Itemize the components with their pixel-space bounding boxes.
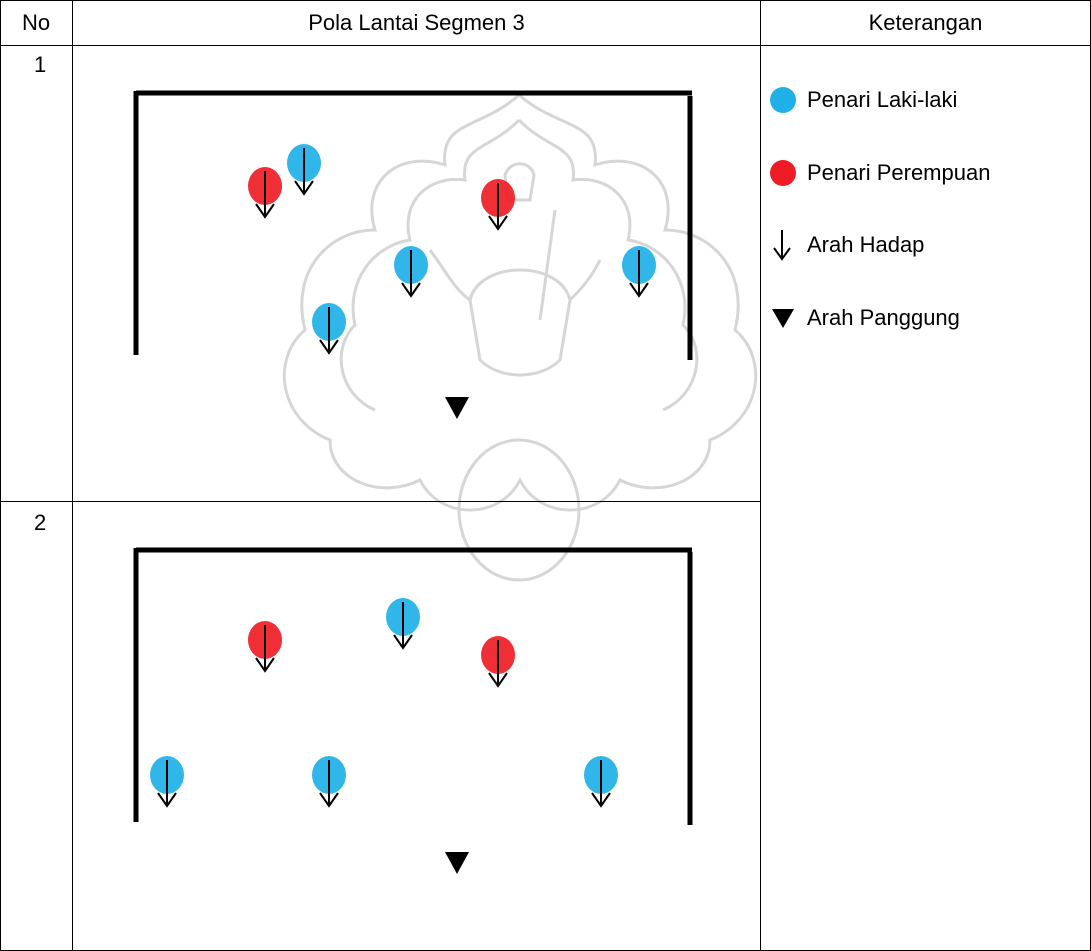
legend-label-male: Penari Laki-laki — [807, 87, 958, 112]
male-dancer-1-5 — [622, 246, 656, 298]
legend-label-female: Penari Perempuan — [807, 160, 991, 185]
legend-label-stage: Arah Panggung — [807, 305, 960, 330]
female-dancer-2-1 — [248, 621, 282, 673]
male-dancer-2-5 — [312, 756, 346, 808]
male-dancer-2-6 — [584, 756, 618, 808]
stage-direction-marker-2 — [445, 852, 469, 874]
header-notes: Keterangan — [868, 10, 983, 35]
male-dancer-2-2 — [386, 598, 420, 650]
red-circle-icon — [769, 158, 799, 188]
down-triangle-icon — [769, 303, 799, 333]
stage-direction-marker-1 — [445, 397, 469, 419]
female-dancer-1-3 — [481, 179, 515, 231]
legend-label-facing: Arah Hadap — [807, 232, 925, 257]
stage-outline-1 — [133, 90, 693, 360]
legend-item-male: Penari Laki-laki — [769, 85, 957, 115]
row-number-2: 2 — [34, 510, 47, 535]
watermark-emblem — [282, 93, 758, 582]
row-number-1: 1 — [34, 52, 47, 77]
male-dancer-2-4 — [150, 756, 184, 808]
male-dancer-1-2 — [287, 144, 321, 196]
female-dancer-2-3 — [481, 636, 515, 688]
header-no: No — [21, 10, 51, 35]
female-dancer-1-1 — [248, 167, 282, 219]
blue-circle-icon — [769, 85, 799, 115]
male-dancer-1-4 — [394, 246, 428, 298]
legend-item-facing: Arah Hadap — [769, 230, 925, 261]
down-arrow-icon — [769, 230, 799, 261]
male-dancer-1-6 — [312, 303, 346, 355]
legend-item-female: Penari Perempuan — [769, 158, 990, 188]
header-pattern: Pola Lantai Segmen 3 — [308, 10, 525, 35]
stage-outline-2 — [133, 547, 693, 825]
legend-item-stage: Arah Panggung — [769, 303, 960, 333]
